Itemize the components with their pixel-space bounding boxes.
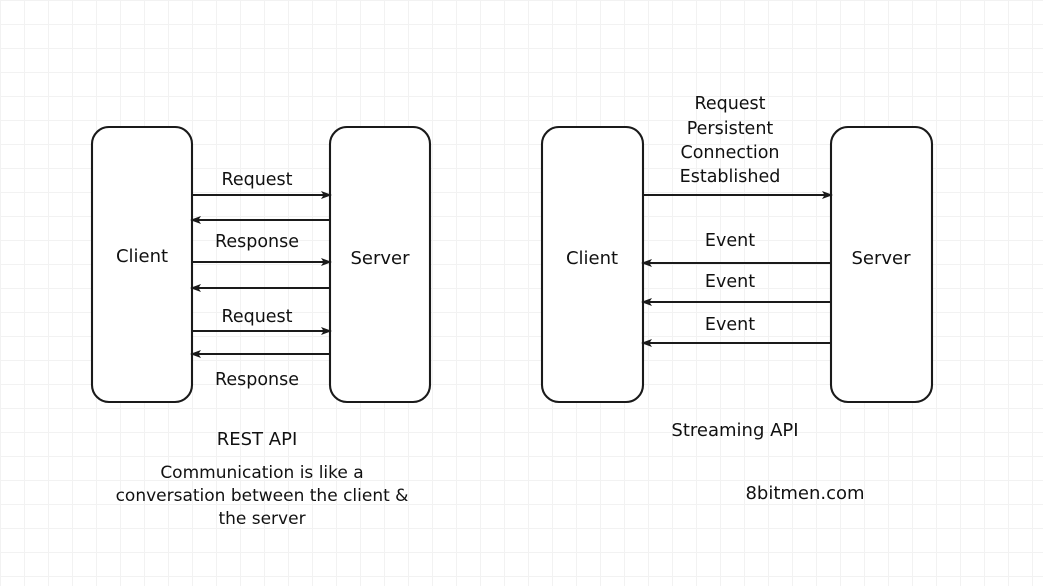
rest-caption-line-3: the server: [218, 509, 305, 529]
rest-caption-title: REST API: [217, 429, 298, 450]
stream-flow-label-2: Event: [705, 231, 755, 251]
rest-flow-label-1: Request: [221, 170, 292, 190]
stream-header-line-1: Request: [694, 94, 765, 114]
rest-caption-line-2: conversation between the client &: [116, 486, 409, 506]
rest-flow-label-5: Request: [221, 307, 292, 327]
stream-header-line-4: Established: [680, 167, 781, 187]
rest-client-label: Client: [116, 246, 168, 267]
rest-flow-label-7: Response: [215, 370, 299, 390]
stream-header-line-2: Persistent: [687, 119, 774, 139]
stream-server-box: [829, 125, 934, 404]
stream-flow-label-4: Event: [705, 315, 755, 335]
stream-caption-title: Streaming API: [671, 420, 798, 441]
rest-flow-label-3: Response: [215, 232, 299, 252]
stream-client-label: Client: [566, 248, 618, 269]
stream-header-line-3: Connection: [680, 143, 779, 163]
stream-flow-label-3: Event: [705, 272, 755, 292]
rest-caption-line-1: Communication is like a: [160, 463, 363, 483]
stream-server-label: Server: [851, 248, 911, 269]
rest-server-label: Server: [350, 248, 410, 269]
rest-api-diagram: Client Server Request Response Request R…: [90, 125, 432, 529]
streaming-api-diagram: Client Server Request Persistent Connect…: [540, 94, 934, 504]
rest-client-box: [90, 125, 194, 404]
brand-watermark: 8bitmen.com: [745, 483, 864, 504]
